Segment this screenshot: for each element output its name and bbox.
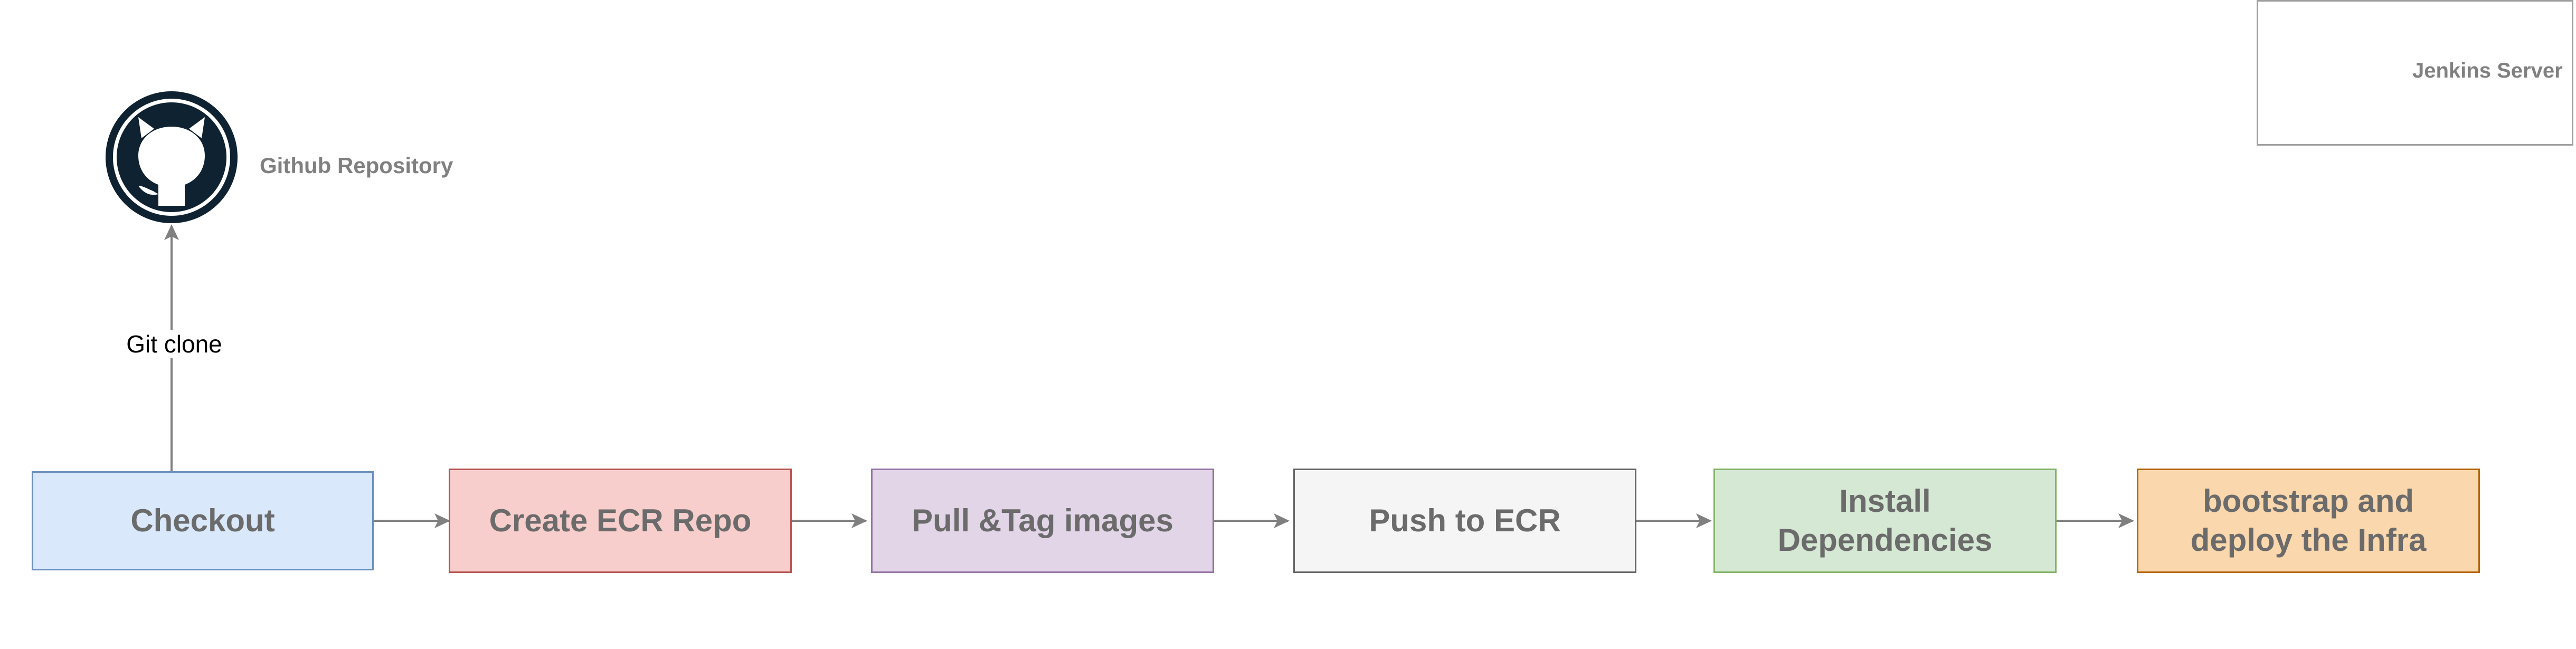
stage-checkout: Checkout [32, 471, 374, 570]
stage-bootstrap-deploy-infra: bootstrap and deploy the Infra [2137, 469, 2480, 573]
arrowhead-1 [434, 513, 450, 528]
arrowhead-4 [1696, 513, 1712, 528]
stage-create-ecr-repo: Create ECR Repo [449, 469, 792, 573]
stage-install-dependencies: Install Dependencies [1713, 469, 2057, 573]
stage-push-to-ecr: Push to ECR [1293, 469, 1636, 573]
git-clone-edge-label: Git clone [90, 330, 259, 358]
stage-pull-tag-images: Pull &Tag images [871, 469, 1214, 573]
github-octocat-icon [106, 91, 238, 223]
arrowhead-up [164, 224, 179, 240]
arrowhead-5 [2118, 513, 2134, 528]
arrowhead-2 [851, 513, 867, 528]
jenkins-server-card [2257, 0, 2573, 146]
arrowhead-3 [1274, 513, 1290, 528]
github-repository-label: Github Repository [260, 153, 453, 178]
jenkins-server-label: Jenkins Server [2412, 59, 2563, 82]
